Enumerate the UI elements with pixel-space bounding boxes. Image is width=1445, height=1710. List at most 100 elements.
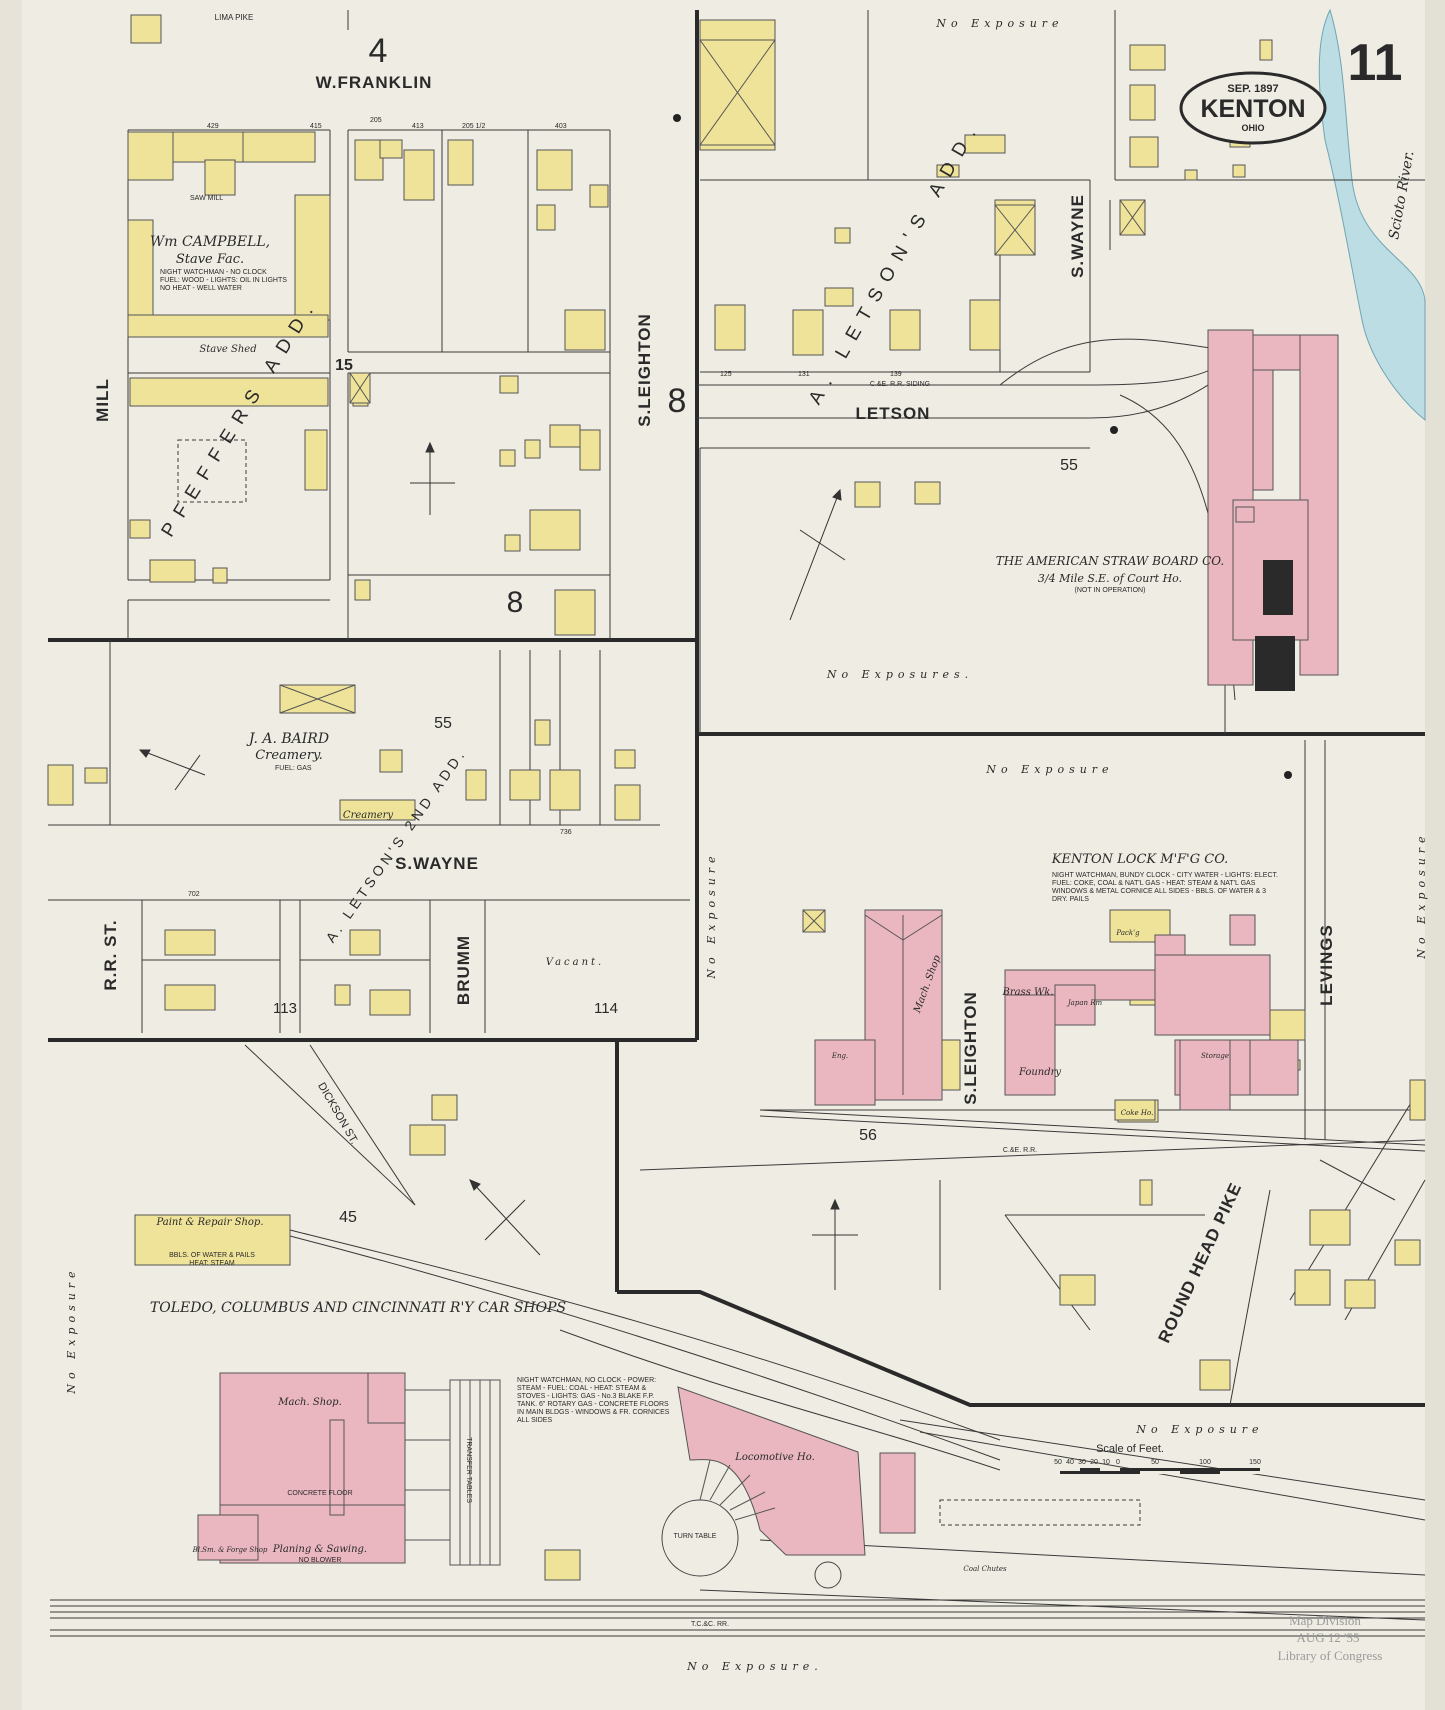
title-cartouche (1179, 71, 1327, 145)
rr-cse-siding: C.&E. R.R. SIDING (870, 381, 930, 388)
lock-coke: Coke Ho. (1121, 1109, 1154, 1117)
scale-tick: 0 (1116, 1459, 1120, 1466)
lock-note-1: NIGHT WATCHMAN, BUNDY CLOCK - CITY WATER… (1052, 872, 1278, 879)
lot-number: 415 (310, 123, 322, 130)
block-56: 56 (859, 1127, 877, 1144)
lot-number: 702 (188, 891, 200, 898)
lock-japan: Japan Rm (1066, 999, 1103, 1007)
baird-fuel: FUEL: GAS (275, 765, 312, 772)
scale-tick: 50 (1151, 1459, 1159, 1466)
straw-name: THE AMERICAN STRAW BOARD CO. (996, 554, 1224, 568)
campbell-note-3: NO HEAT - WELL WATER (160, 285, 242, 292)
street-s-wayne-top: S.WAYNE (1068, 194, 1087, 278)
scale-tick: 30 (1078, 1459, 1086, 1466)
coal-chutes: Coal Chutes (963, 1565, 1007, 1573)
scale-tick: 40 (1066, 1459, 1074, 1466)
tcc-note-1: NIGHT WATCHMAN, NO CLOCK - POWER: (517, 1377, 656, 1384)
crossed-buildings (279, 39, 1146, 933)
turn-table-label: TURN TABLE (674, 1533, 717, 1540)
rr-cse: C.&E. R.R. (1003, 1147, 1037, 1154)
paint-note-2: HEAT: STEAM (189, 1260, 235, 1267)
block-55-right: 55 (1060, 457, 1078, 474)
lock-foundry: Foundry (1018, 1067, 1061, 1078)
lot-number: 131 (798, 371, 810, 378)
street-s-leighton-top: S.LEIGHTON (635, 313, 654, 427)
block-15: 15 (335, 357, 353, 374)
scale-tick: 150 (1249, 1459, 1261, 1466)
street-letson: LETSON (856, 404, 931, 423)
scioto-river (1318, 8, 1426, 422)
hydrants (673, 114, 1292, 779)
street-mill: MILL (93, 378, 112, 422)
exposure-left: No Exposure (65, 1266, 78, 1394)
lock-note-2: FUEL: COKE, COAL & NAT'L GAS - HEAT: STE… (1052, 880, 1256, 887)
campbell-type: Stave Fac. (176, 252, 244, 267)
turn-table-rails (699, 1459, 776, 1521)
tcc-note-5: IN MAIN BLDGS - WINDOWS & FR. CORNICES (517, 1409, 670, 1416)
lot-number: 429 (207, 123, 219, 130)
exposure-right: No Exposure (1415, 831, 1428, 959)
rr-tcc: T.C.&C. RR. (691, 1621, 729, 1628)
exposure-bottom: No Exposure (1135, 1423, 1263, 1436)
lock-note-4: DRY. PAILS (1052, 896, 1089, 903)
sheet-city: KENTON (1200, 95, 1305, 123)
lock-packg: Pack'g (1115, 929, 1140, 937)
scale-ticks: 50 40 30 20 10 0 50 100 150 (1054, 1459, 1261, 1466)
tcc-note-2: STEAM - FUEL: COAL - HEAT: STEAM & (517, 1385, 646, 1392)
coal-chutes-outline (939, 1499, 1141, 1526)
lot-number: 125 (720, 371, 732, 378)
tcc-planing: Planing & Sawing. (272, 1544, 367, 1555)
sheet-state: OHIO (1241, 123, 1264, 133)
vacant-label: Vacant. (546, 957, 604, 968)
tcc-blacksmith: Bl.Sm. & Forge Shop (192, 1546, 268, 1554)
street-brumm: BRUMM (454, 935, 473, 1005)
lot-number: 736 (560, 829, 572, 836)
lot-lines (48, 10, 1426, 1406)
tcc-mach-shop: Mach. Shop. (277, 1397, 342, 1408)
sheet-number: 11 (1348, 34, 1403, 92)
scale-tick: 100 (1199, 1459, 1211, 1466)
lot-number: 403 (555, 123, 567, 130)
lock-name: KENTON LOCK M'F'G CO. (1051, 852, 1228, 867)
scale-tick: 10 (1102, 1459, 1110, 1466)
straw-location: 3/4 Mile S.E. of Court Ho. (1038, 572, 1182, 585)
tcc-concrete-floor: CONCRETE FLOOR (287, 1490, 352, 1497)
roof-details (220, 914, 943, 1566)
tcc-note-4: TANK. 6" ROTARY GAS - CONCRETE FLOORS (517, 1401, 669, 1408)
lot-number: 205 1/2 (462, 123, 485, 130)
boundary-bottom (617, 1290, 1425, 1407)
scale-bar (1060, 1468, 1260, 1474)
street-s-wayne-mid: S.WAYNE (395, 854, 479, 873)
exposure-very-bottom: No Exposure. (686, 1660, 823, 1673)
stave-shed: Stave Shed (199, 344, 256, 355)
block-55-left: 55 (434, 715, 452, 732)
tcc-no-blower: NO BLOWER (299, 1557, 342, 1564)
baird-type: Creamery. (255, 748, 323, 763)
lock-eng: Eng. (831, 1052, 848, 1060)
water-tank (814, 1561, 842, 1589)
block-8-right: 8 (668, 382, 687, 420)
brick-buildings (197, 329, 1339, 1564)
block-8-lower: 8 (507, 586, 524, 619)
lock-brass: Brass Wk. (1001, 987, 1053, 998)
stamp-line: AUG 12 '55 (1296, 1630, 1359, 1645)
exposure-center: No Exposure (705, 851, 718, 979)
dashed-stave-pile (177, 439, 247, 503)
tcc-shops: TOLEDO, COLUMBUS AND CINCINNATI R'Y CAR … (150, 1300, 566, 1316)
baird-name: J. A. BAIRD (246, 731, 329, 747)
street-levings: LEVINGS (1317, 924, 1336, 1006)
lot-number: 139 (890, 371, 902, 378)
saw-mill: SAW MILL (190, 195, 223, 202)
scale-tick: 20 (1090, 1459, 1098, 1466)
right-margin (1425, 0, 1445, 1710)
stamp-line: Map Division (1289, 1613, 1361, 1628)
straw-status: (NOT IN OPERATION) (1075, 587, 1146, 594)
lot-numbers: 429 415 205 413 205 1/2 403 702 736 125 … (188, 117, 902, 898)
scale-tick: 50 (1054, 1459, 1062, 1466)
lot-number: 413 (412, 123, 424, 130)
paint-note-1: BBLS. OF WATER & PAILS (169, 1252, 255, 1259)
street-w-franklin: W.FRANKLIN (316, 73, 433, 92)
exposure-right-top: No Exposure (985, 763, 1113, 776)
campbell-note-1: NIGHT WATCHMAN - NO CLOCK (160, 269, 267, 276)
